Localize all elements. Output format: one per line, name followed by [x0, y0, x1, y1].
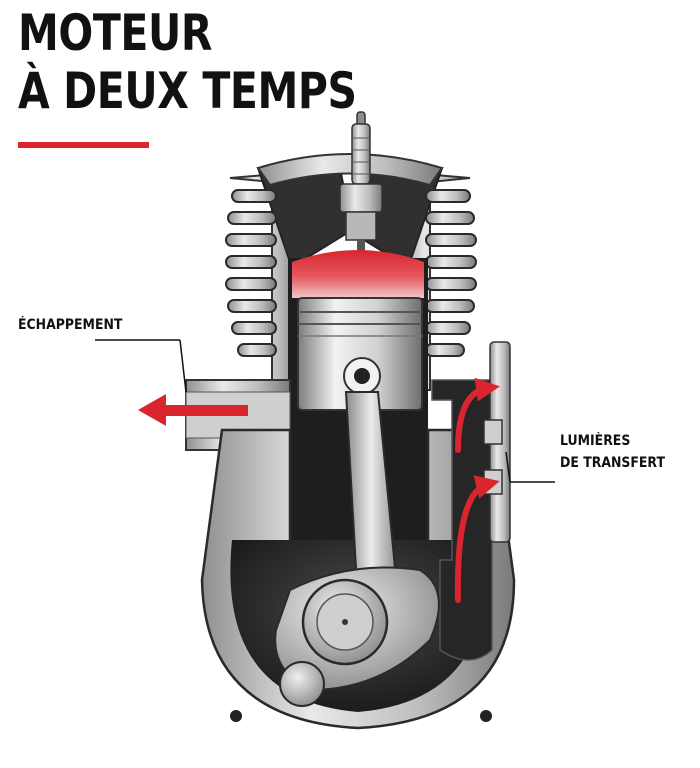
title-line-2: À DEUX TEMPS: [18, 62, 357, 120]
title-line-1: MOTEUR: [18, 4, 213, 62]
spark-plug: [339, 111, 383, 252]
crankshaft: [274, 566, 440, 707]
transfer-port-upper: [483, 419, 503, 445]
exhaust-label: ÉCHAPPEMENT: [18, 317, 123, 333]
counterweight: [279, 661, 325, 707]
cooling-fins-right: [425, 189, 477, 357]
transfer-label-line-2: DE TRANSFERT: [560, 455, 665, 471]
combustion-chamber: [292, 250, 424, 298]
transfer-ports-label: LUMIÈRES DE TRANSFERT: [560, 430, 665, 474]
cooling-fins-left: [225, 189, 277, 357]
transfer-label-line-1: LUMIÈRES: [560, 433, 631, 449]
title-accent-rule: [18, 142, 149, 148]
transfer-flow-arrows: [454, 377, 500, 603]
page-title: MOTEUR À DEUX TEMPS: [18, 4, 357, 120]
exhaust-arrow: [138, 394, 248, 426]
piston: [297, 297, 423, 411]
mounting-holes: [230, 710, 492, 722]
